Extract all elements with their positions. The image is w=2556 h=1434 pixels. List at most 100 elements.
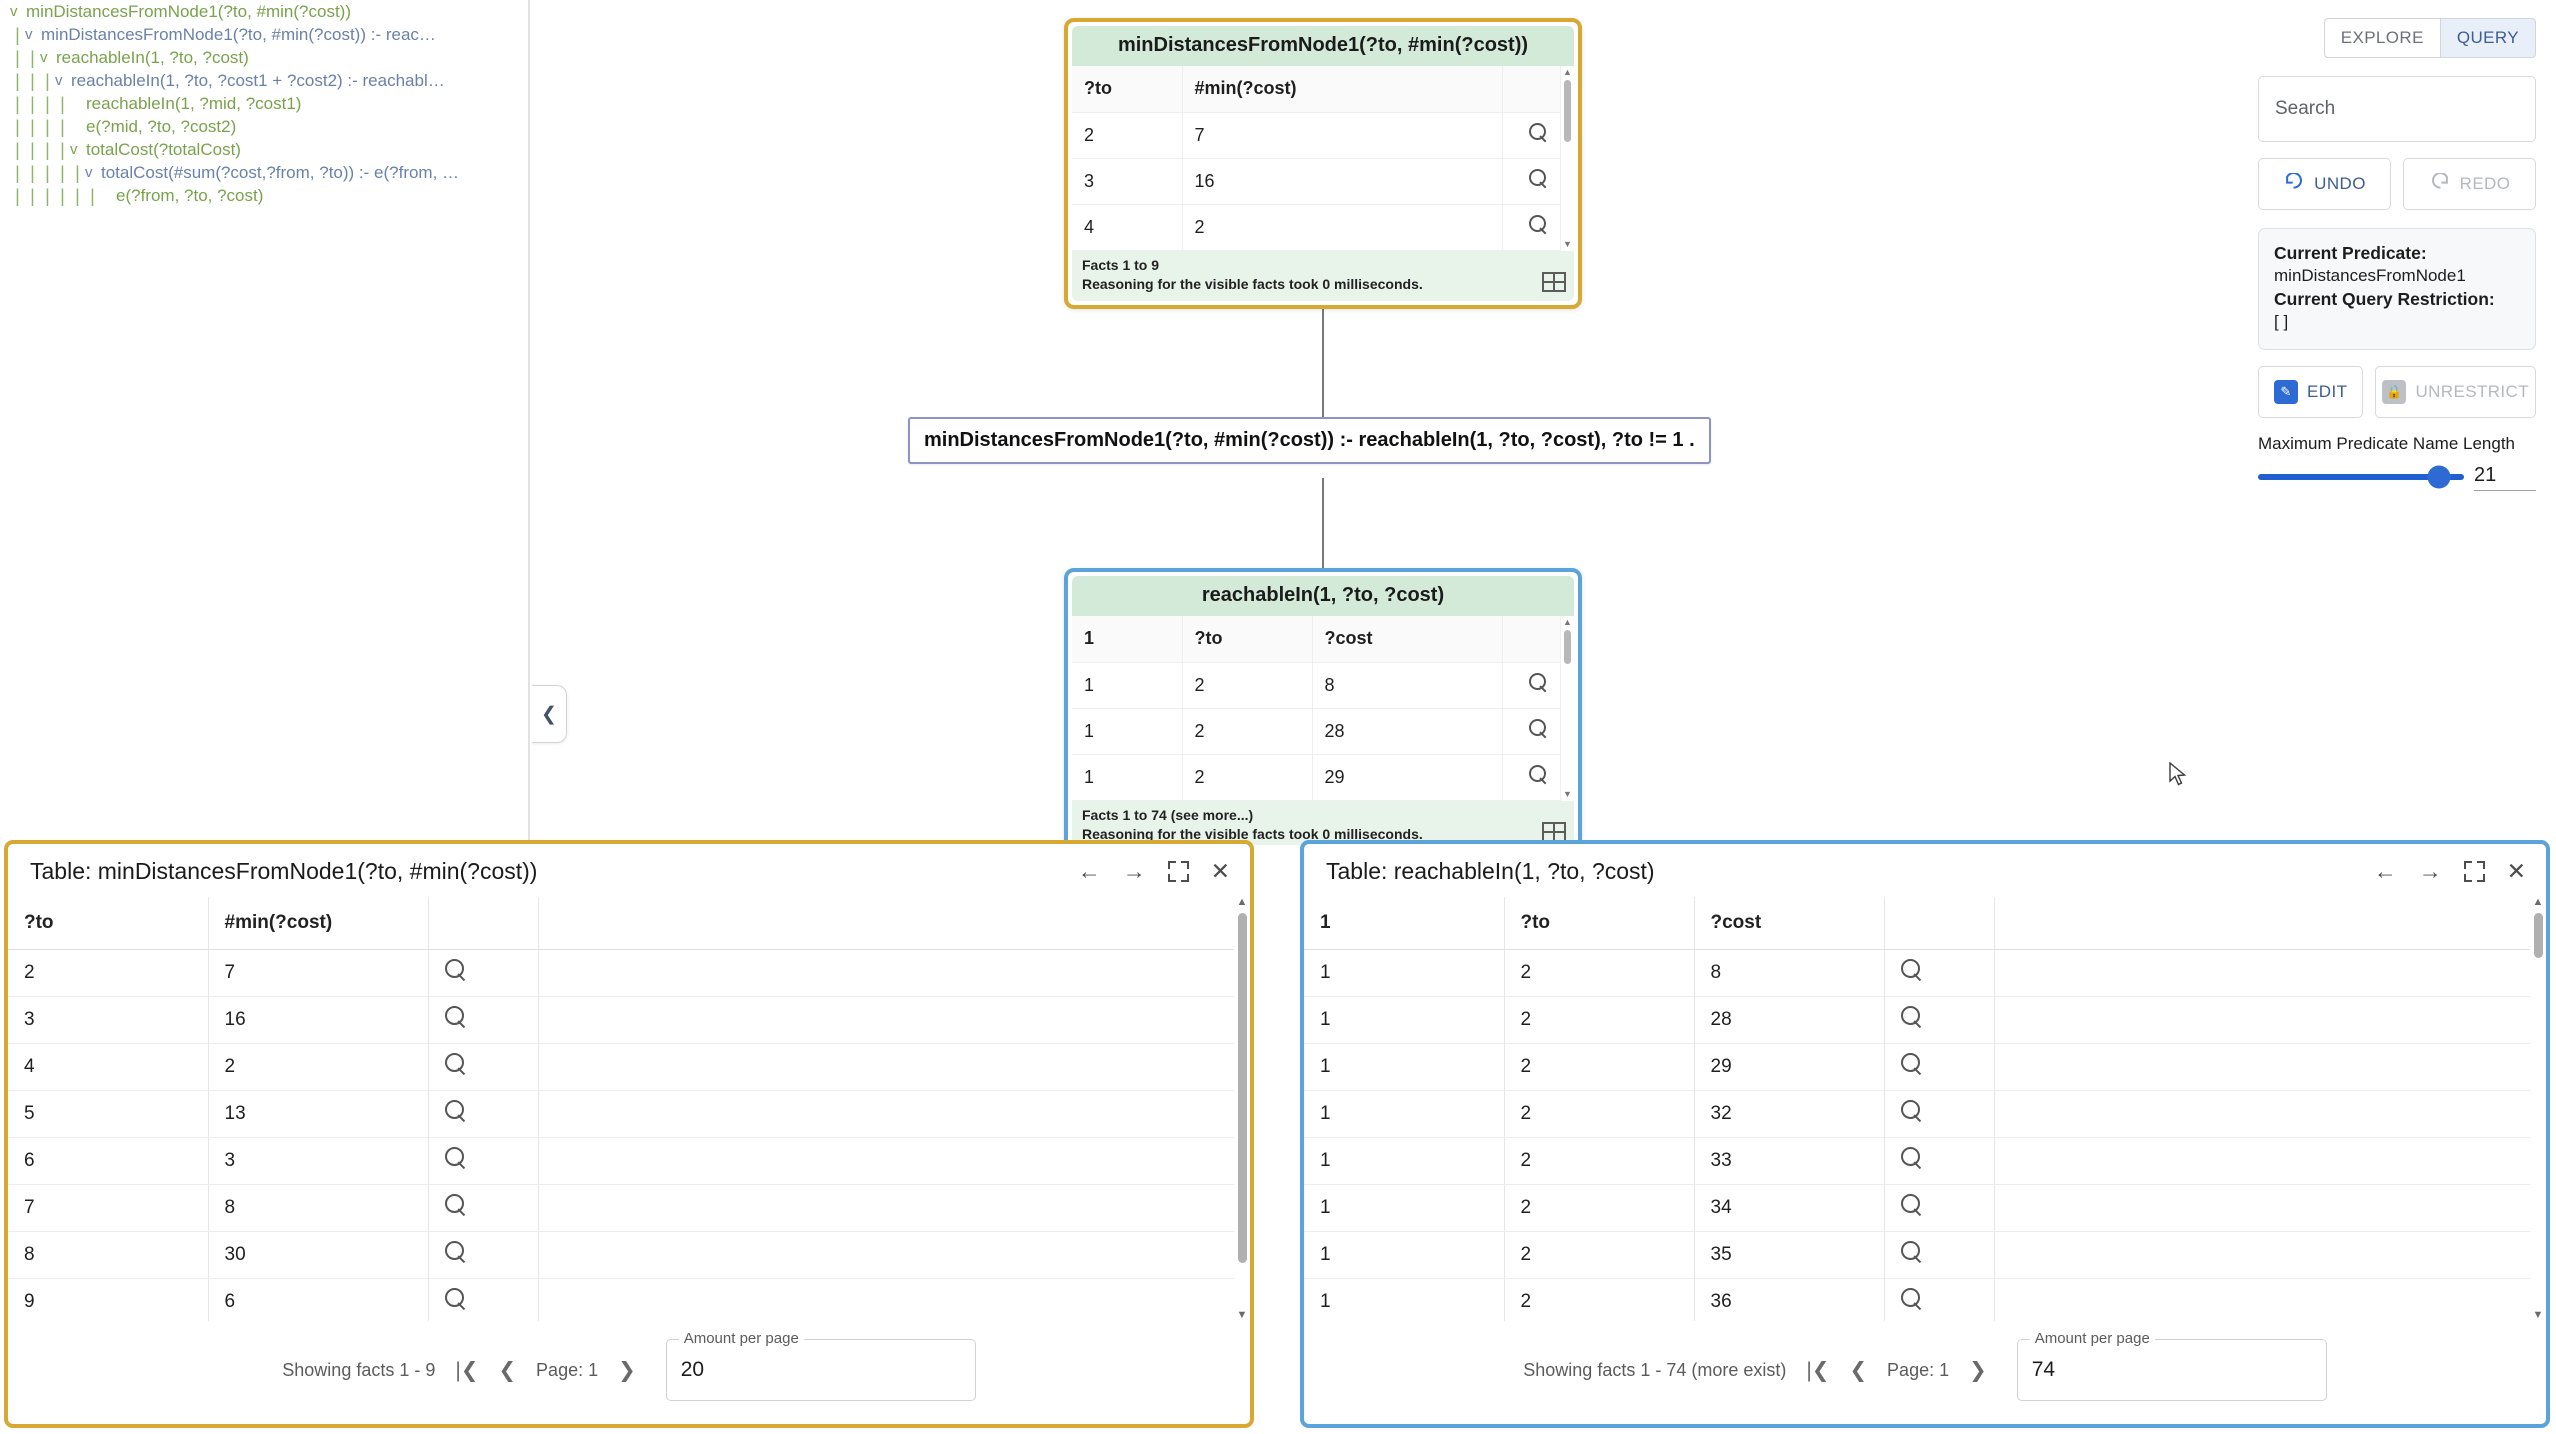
node-table-scrollbar[interactable]: ▲ ▼ xyxy=(1560,616,1574,801)
magnifier-icon[interactable] xyxy=(1528,215,1548,234)
inspect-fact-button[interactable] xyxy=(1884,949,1995,997)
graph-canvas[interactable]: ❮ minDistancesFromNode1(?to, #min(?cost)… xyxy=(532,0,2556,845)
magnifier-icon[interactable] xyxy=(444,1005,467,1028)
inspect-fact-button[interactable] xyxy=(1884,1231,1995,1279)
slider-track[interactable] xyxy=(2258,465,2464,489)
inspect-fact-button[interactable] xyxy=(1884,1043,1995,1091)
first-page-button[interactable]: |❮ xyxy=(455,1358,479,1382)
scroll-up-icon[interactable]: ▲ xyxy=(1236,896,1248,908)
tree-caret-icon[interactable]: v xyxy=(55,72,63,89)
magnifier-icon[interactable] xyxy=(1900,1146,1923,1169)
fullscreen-icon[interactable] xyxy=(2463,861,2485,882)
magnifier-icon[interactable] xyxy=(444,1193,467,1216)
table-scrollbar[interactable]: ▲ ▼ xyxy=(1234,897,1250,1321)
inspect-fact-button[interactable] xyxy=(428,1137,539,1185)
inspect-fact-button[interactable] xyxy=(428,1278,539,1321)
table-scrollbar[interactable]: ▲ ▼ xyxy=(2530,897,2546,1321)
scroll-up-icon[interactable]: ▲ xyxy=(1563,617,1572,627)
inspect-fact-button[interactable] xyxy=(428,1184,539,1232)
magnifier-icon[interactable] xyxy=(1528,169,1548,188)
amount-per-page-input[interactable]: Amount per page 74 xyxy=(2016,1330,2327,1401)
inspect-fact-button[interactable] xyxy=(1884,1090,1995,1138)
right-sidebar[interactable]: EXPLORE QUERY Search UNDO REDO xyxy=(2238,0,2556,845)
open-table-icon[interactable] xyxy=(1542,271,1566,292)
inspect-fact-button[interactable] xyxy=(428,996,539,1044)
next-page-button[interactable]: ❯ xyxy=(1969,1358,1987,1382)
scrollbar-thumb[interactable] xyxy=(1564,630,1571,664)
scrollbar-thumb[interactable] xyxy=(1564,80,1571,142)
magnifier-icon[interactable] xyxy=(1900,1193,1923,1216)
undo-button[interactable]: UNDO xyxy=(2258,158,2391,210)
scroll-down-icon[interactable]: ▼ xyxy=(1236,1309,1248,1321)
tree-caret-icon[interactable]: v xyxy=(10,3,18,20)
magnifier-icon[interactable] xyxy=(1528,673,1548,692)
magnifier-icon[interactable] xyxy=(444,958,467,981)
inspect-fact-button[interactable] xyxy=(428,1043,539,1091)
next-page-button[interactable]: ❯ xyxy=(618,1358,636,1382)
table-panel-minDistancesFromNode1[interactable]: Table: minDistancesFromNode1(?to, #min(?… xyxy=(4,840,1254,1428)
scroll-up-icon[interactable]: ▲ xyxy=(1563,67,1572,77)
table-panel-reachableIn[interactable]: Table: reachableIn(1, ?to, ?cost) ← → ✕ … xyxy=(1300,840,2550,1428)
slider-thumb[interactable] xyxy=(2427,465,2451,489)
tree-caret-icon[interactable]: v xyxy=(25,26,33,43)
scroll-down-icon[interactable]: ▼ xyxy=(2532,1309,2544,1321)
tree-item[interactable]: ||||||e(?from, ?to, ?cost) xyxy=(0,184,528,207)
scrollbar-thumb[interactable] xyxy=(2533,913,2543,958)
tree-caret-icon[interactable]: v xyxy=(85,164,93,181)
inspect-fact-button[interactable] xyxy=(1884,1137,1995,1185)
tree-caret-icon[interactable]: v xyxy=(40,49,48,66)
scroll-down-icon[interactable]: ▼ xyxy=(1563,789,1572,799)
magnifier-icon[interactable] xyxy=(1528,765,1548,784)
tree-item[interactable]: ||||reachableIn(1, ?mid, ?cost1) xyxy=(0,92,528,115)
scroll-down-icon[interactable]: ▼ xyxy=(1563,239,1572,249)
scroll-up-icon[interactable]: ▲ xyxy=(2532,896,2544,908)
collapse-sidebar-handle[interactable]: ❮ xyxy=(532,685,567,743)
magnifier-icon[interactable] xyxy=(1528,719,1548,738)
magnifier-icon[interactable] xyxy=(1900,1287,1923,1310)
next-arrow-icon[interactable]: → xyxy=(1122,858,1146,884)
first-page-button[interactable]: |❮ xyxy=(1806,1358,1830,1382)
rule-node[interactable]: minDistancesFromNode1(?to, #min(?cost)) … xyxy=(908,417,1711,464)
magnifier-icon[interactable] xyxy=(444,1240,467,1263)
previous-arrow-icon[interactable]: ← xyxy=(2373,858,2397,884)
previous-arrow-icon[interactable]: ← xyxy=(1077,858,1101,884)
graph-node-minDistancesFromNode1[interactable]: minDistancesFromNode1(?to, #min(?cost)) … xyxy=(1064,18,1582,309)
magnifier-icon[interactable] xyxy=(1900,1099,1923,1122)
magnifier-icon[interactable] xyxy=(1900,1005,1923,1028)
redo-button[interactable]: REDO xyxy=(2403,158,2536,210)
close-icon[interactable]: ✕ xyxy=(2506,858,2526,884)
mode-tabs[interactable]: EXPLORE QUERY xyxy=(2258,18,2536,58)
tree-caret-icon[interactable]: v xyxy=(70,141,78,158)
magnifier-icon[interactable] xyxy=(444,1146,467,1169)
inspect-fact-button[interactable] xyxy=(1884,996,1995,1044)
slider-value[interactable]: 21 xyxy=(2474,464,2536,491)
inspect-fact-button[interactable] xyxy=(428,949,539,997)
magnifier-icon[interactable] xyxy=(1528,123,1548,142)
max-predicate-length-slider[interactable]: 21 xyxy=(2258,464,2536,491)
search-input[interactable]: Search xyxy=(2258,76,2536,142)
